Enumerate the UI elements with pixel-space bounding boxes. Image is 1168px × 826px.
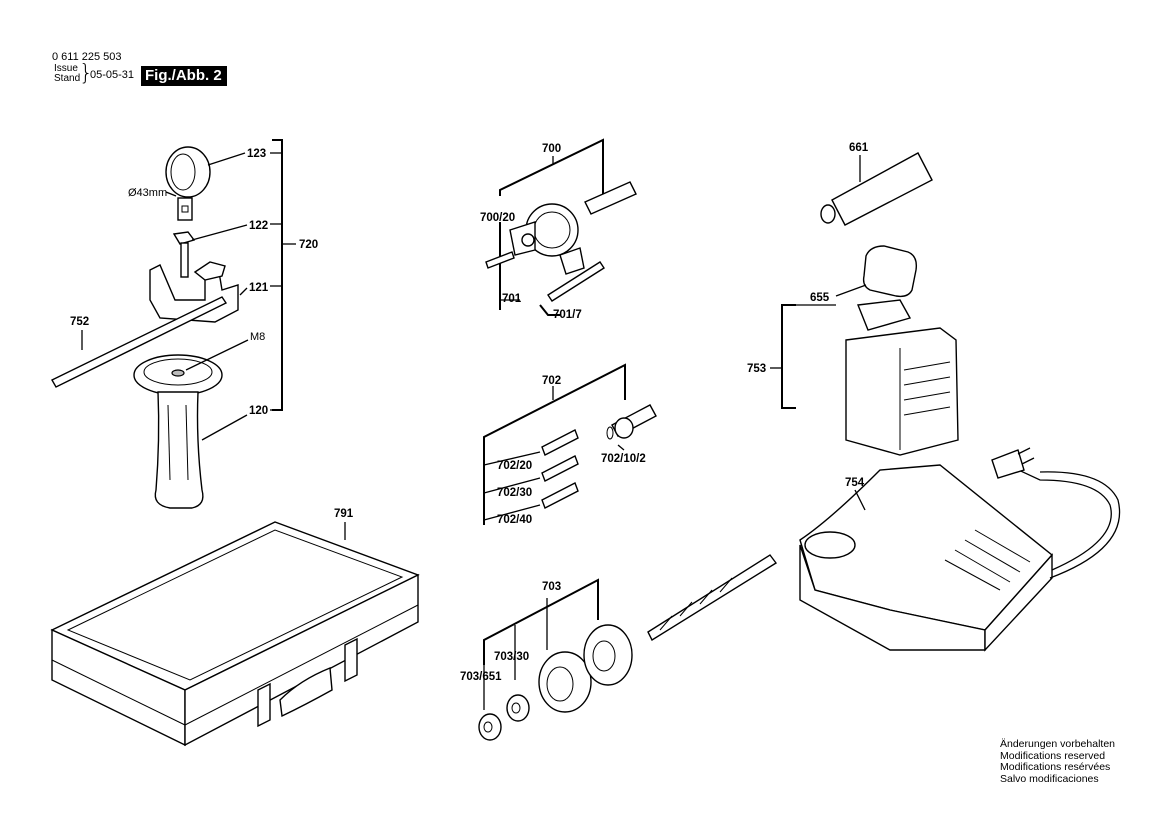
issue-date: 05-05-31 — [90, 69, 135, 81]
bracket-703 — [483, 578, 599, 665]
charger-socket — [804, 531, 856, 559]
label-702-30: 702/30 — [497, 487, 532, 499]
label-655: 655 — [810, 292, 830, 304]
label-703-651: 703/651 — [460, 671, 502, 683]
label-661: 661 — [849, 142, 869, 154]
label-120: 120 — [249, 405, 268, 417]
label-700-20: 700/20 — [480, 212, 515, 224]
note-line-fr: Modifications resérvées — [1000, 761, 1111, 773]
case-handle — [279, 667, 333, 718]
label-702-40: 702/40 — [497, 514, 532, 526]
sealing-cap — [583, 624, 633, 686]
small-ring-30 — [506, 694, 530, 722]
label-m8: M8 — [250, 331, 265, 343]
issue-stand-label: Issue Stand — [54, 64, 80, 84]
case-latch-right — [344, 637, 358, 683]
label-703-30: 703/30 — [494, 651, 529, 663]
battery-pack: 753 655 — [747, 245, 959, 456]
sds-adapter — [584, 181, 637, 215]
clamp-screw-block — [177, 197, 193, 221]
drill-bit — [647, 554, 778, 641]
label-701-7: 701/7 — [553, 309, 582, 321]
screwdriver-bits: 702 702/20 702/30 702/40 702/10/2 — [483, 363, 657, 526]
brace-glyph: } — [79, 61, 93, 86]
chuck-key-head — [559, 247, 585, 275]
label-123: 123 — [247, 148, 266, 160]
bit-702-40 — [541, 482, 579, 509]
bolt-shaft — [180, 242, 189, 278]
case-latch-left — [257, 682, 271, 728]
bit-702-30 — [541, 455, 579, 482]
modification-note: Änderungen vorbehalten Modifications res… — [1000, 738, 1116, 785]
depth-rod — [51, 296, 228, 388]
bracket-702 — [483, 363, 626, 525]
handle-assembly: 720 123 Ø43mm 122 121 752 M8 — [51, 139, 318, 509]
label-752: 752 — [70, 316, 89, 328]
battery-charger: 754 — [799, 447, 1121, 652]
case-right-side — [184, 573, 419, 747]
label-122: 122 — [249, 220, 268, 232]
label-702: 702 — [542, 375, 561, 387]
wing-knob — [193, 261, 226, 281]
note-line-es: Salvo modificaciones — [1000, 772, 1099, 785]
stand-label: Stand — [54, 73, 81, 84]
grease-tube: 661 — [820, 142, 933, 226]
figure-badge: Fig./Abb. 2 — [141, 66, 227, 86]
chuck-assembly: 700 700/20 701 701/7 — [480, 138, 637, 321]
issue-label: Issue — [54, 63, 78, 74]
note-line-de: Änderungen vorbehalten — [1000, 738, 1116, 750]
label-121: 121 — [249, 282, 269, 294]
label-754: 754 — [845, 477, 865, 489]
dust-adapter-set: 703 703/30 703/651 — [460, 554, 778, 741]
tube-body — [831, 152, 933, 226]
battery-body — [845, 327, 959, 456]
tube-cap — [820, 204, 836, 224]
small-ring-651 — [478, 713, 502, 741]
chuck-screw — [485, 251, 515, 269]
bit-702-20 — [541, 429, 579, 456]
battery-contact — [857, 299, 912, 331]
mains-plug — [991, 449, 1025, 479]
label-702-10-2: 702/10/2 — [601, 453, 646, 465]
handle-grip — [154, 391, 204, 509]
carrying-case: 791 — [50, 508, 420, 747]
charger-side — [984, 553, 1053, 652]
label-703: 703 — [542, 581, 561, 593]
label-700: 700 — [542, 143, 561, 155]
label-720: 720 — [299, 239, 318, 251]
bracket-753 — [781, 304, 796, 409]
label-791: 791 — [334, 508, 354, 520]
label-753: 753 — [747, 363, 766, 375]
bolt-head — [172, 231, 196, 245]
clamp-ring — [165, 146, 211, 198]
part-number: 0 611 225 503 — [52, 51, 122, 63]
label-701: 701 — [502, 293, 522, 305]
note-line-en: Modifications reserved — [1000, 749, 1106, 762]
label-702-20: 702/20 — [497, 460, 532, 472]
chuck-key-bar — [547, 261, 605, 302]
bracket-700 — [499, 138, 604, 200]
charger-cord — [1009, 465, 1112, 571]
bracket-720 — [272, 139, 283, 411]
label-diameter: Ø43mm — [128, 187, 167, 199]
battery-cap — [862, 245, 918, 298]
